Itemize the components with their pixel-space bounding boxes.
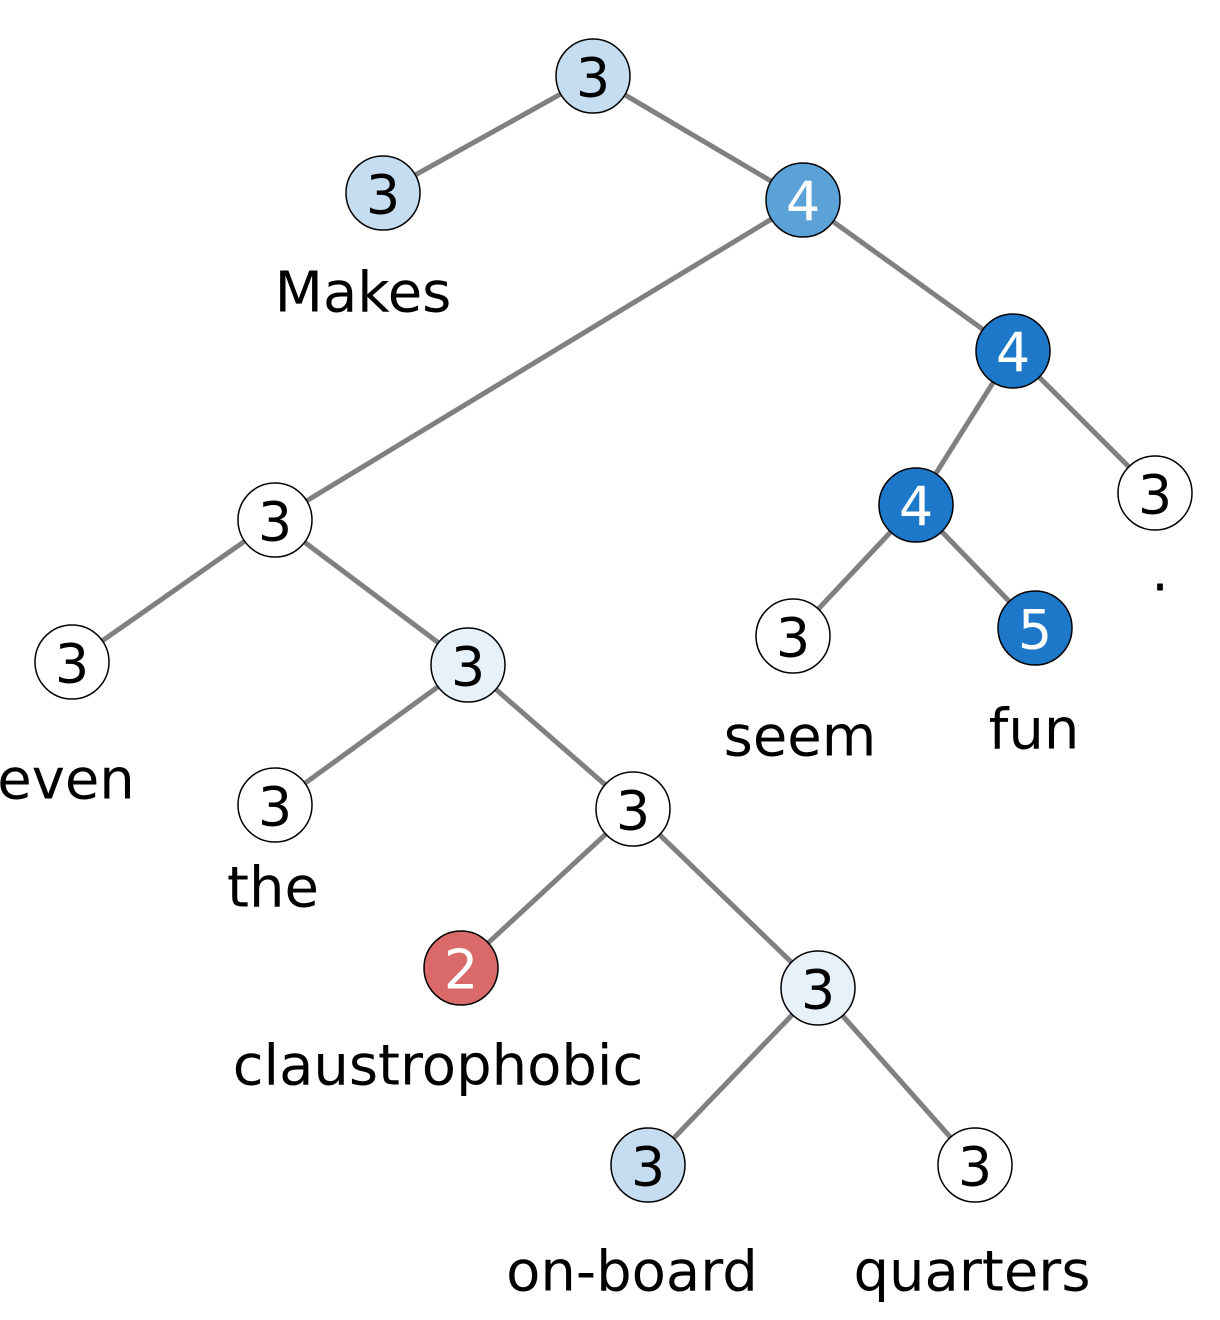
word-quarters: quarters <box>854 1240 1091 1305</box>
node-np3: 3 <box>595 771 671 847</box>
edge-np3-np4 <box>657 832 794 965</box>
node-score-np4: 3 <box>801 959 835 1022</box>
edge-np2-np3 <box>493 686 608 788</box>
node-score-root: 3 <box>576 47 610 110</box>
node-score-fun: 5 <box>1018 599 1052 662</box>
node-circle-root <box>555 38 631 114</box>
node-score-vp: 4 <box>786 171 820 234</box>
node-claustrophobic: 2 <box>423 930 499 1006</box>
node-np: 3 <box>237 482 313 558</box>
node-vp3: 4 <box>878 467 954 543</box>
node-circle-the <box>237 767 313 843</box>
node-score-seem: 3 <box>776 607 810 670</box>
word-claustrophobic: claustrophobic <box>233 1034 644 1099</box>
node-root: 3 <box>555 38 631 114</box>
node-even: 3 <box>34 624 110 700</box>
node-onboard: 3 <box>610 1127 686 1203</box>
node-circle-vp <box>765 162 841 238</box>
node-circle-makes <box>345 155 421 231</box>
node-quarters: 3 <box>937 1127 1013 1203</box>
node-circle-claustrophobic <box>423 930 499 1006</box>
edge-np4-quarters <box>840 1013 953 1140</box>
node-circle-fun <box>997 590 1073 666</box>
node-score-period: 3 <box>1138 464 1172 527</box>
node-the: 3 <box>237 767 313 843</box>
node-circle-seem <box>755 598 831 674</box>
node-fun: 5 <box>997 590 1073 666</box>
word-the: the <box>227 856 319 921</box>
edge-np-np2 <box>302 539 441 646</box>
tree-nodes: 3 3 4 4 3 3 3 3 3 2 3 3 3 4 3 5 3 <box>34 38 1193 1203</box>
node-circle-vp2 <box>975 313 1051 389</box>
node-makes: 3 <box>345 155 421 231</box>
node-score-np3: 3 <box>616 780 650 843</box>
edge-vp2-vp3 <box>933 380 996 476</box>
tree-words: Makes even the claustrophobic on-board quarte… <box>0 261 1169 1305</box>
node-score-vp2: 4 <box>996 322 1030 385</box>
word-fun: fun <box>989 698 1080 763</box>
node-circle-np4 <box>780 950 856 1026</box>
edge-vp-vp2 <box>830 218 986 333</box>
node-seem: 3 <box>755 598 831 674</box>
edge-vp2-period <box>1036 374 1132 470</box>
edge-np2-the <box>302 684 441 786</box>
node-circle-onboard <box>610 1127 686 1203</box>
word-period: . <box>1151 540 1169 605</box>
node-np2: 3 <box>430 627 506 703</box>
node-score-quarters: 3 <box>958 1136 992 1199</box>
node-period: 3 <box>1117 455 1193 531</box>
node-circle-quarters <box>937 1127 1013 1203</box>
node-circle-np <box>237 482 313 558</box>
node-circle-vp3 <box>878 467 954 543</box>
node-vp: 4 <box>765 162 841 238</box>
node-np4: 3 <box>780 950 856 1026</box>
node-score-even: 3 <box>55 633 89 696</box>
node-circle-np3 <box>595 771 671 847</box>
edge-vp-np <box>304 216 774 504</box>
word-seem: seem <box>724 705 877 770</box>
node-score-np: 3 <box>258 491 292 554</box>
node-vp2: 4 <box>975 313 1051 389</box>
edge-root-vp <box>622 92 774 184</box>
node-circle-period <box>1117 455 1193 531</box>
tree-edges <box>100 91 1132 1141</box>
node-score-makes: 3 <box>366 164 400 227</box>
edge-vp3-seem <box>815 529 894 612</box>
word-makes: Makes <box>275 261 452 326</box>
node-circle-even <box>34 624 110 700</box>
node-score-the: 3 <box>258 776 292 839</box>
edge-root-makes <box>413 91 563 178</box>
edge-np-even <box>100 538 247 644</box>
node-score-onboard: 3 <box>631 1136 665 1199</box>
node-score-np2: 3 <box>451 636 485 699</box>
word-even: even <box>0 748 135 813</box>
word-onboard: on-board <box>506 1240 758 1305</box>
edge-np4-onboard <box>671 1012 795 1141</box>
edge-np3-claustrophobic <box>485 831 609 946</box>
edge-vp3-fun <box>939 529 1012 604</box>
node-score-vp3: 4 <box>899 476 933 539</box>
node-circle-np2 <box>430 627 506 703</box>
node-score-claustrophobic: 2 <box>444 939 478 1002</box>
